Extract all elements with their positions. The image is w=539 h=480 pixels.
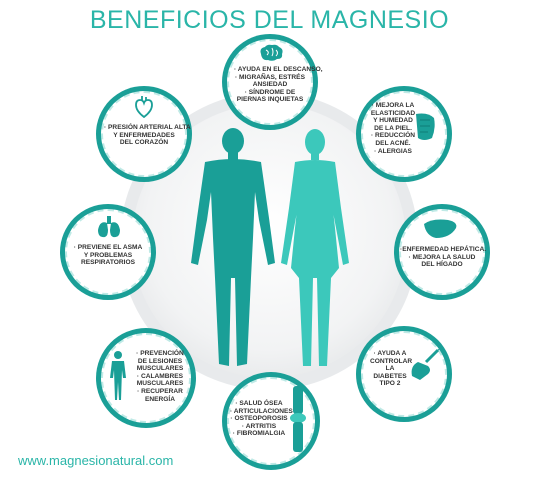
bubble-line: RESPIRATORIOS xyxy=(81,259,135,267)
bubble-line: · FIBROMIALGIA xyxy=(232,430,286,438)
bubble-respiratory-benefits: · PREVIENE EL ASMA Y PROBLEMAS RESPIRATO… xyxy=(60,204,156,300)
bubble-line: PIERNAS INQUIETAS xyxy=(236,96,304,104)
bubble-line: ANSIEDAD xyxy=(252,81,288,89)
bubble-muscle-benefits: · PREVENCIÓN DE LESIONES MUSCULARES · CA… xyxy=(96,328,196,428)
knee-joint-icon xyxy=(290,386,306,452)
bubble-line: · RECUPERAR xyxy=(137,387,183,395)
bubble-line: CONTROLAR xyxy=(370,357,413,365)
bubble-line: · MEJORA LA SALUD xyxy=(408,253,476,261)
bubble-line: · MIGRAÑAS, ESTRÉS xyxy=(235,73,305,81)
bubble-line: LA xyxy=(385,365,395,373)
muscle-body-icon xyxy=(110,351,126,400)
bubble-line: · SÍNDROME DE xyxy=(244,88,296,96)
bubble-bone-benefits: · SALUD ÓSEA · ARTICULACIONES · OSTEOPOR… xyxy=(222,372,320,470)
bubble-line: · PRESIÓN ARTERIAL ALTA xyxy=(104,124,191,131)
bubble-line: · PREVENCIÓN xyxy=(136,350,184,357)
bubble-sleep-benefits: · AYUDA EN EL DESCANSO, · MIGRAÑAS, ESTR… xyxy=(222,34,323,130)
bubble-line: · ALERGIAS xyxy=(374,147,412,155)
bubble-line: ·ENFERMEDAD HEPÁTICA. xyxy=(400,246,487,253)
liver-icon xyxy=(424,219,457,238)
bubble-line: · ARTICULACIONES xyxy=(230,407,293,415)
bubble-line: ENERGÍA xyxy=(144,395,176,403)
bubble-line: Y PROBLEMAS xyxy=(83,251,133,259)
bubble-liver-benefits: ·ENFERMEDAD HEPÁTICA. · MEJORA LA SALUD … xyxy=(394,204,490,300)
bubble-line: Y HUMEDAD xyxy=(373,117,413,125)
bubble-line: MUSCULARES xyxy=(136,365,184,373)
bubble-line: · AYUDA A xyxy=(373,350,407,357)
bubble-line: · SALUD ÓSEA xyxy=(235,400,283,407)
bubble-heart-benefits: · PRESIÓN ARTERIAL ALTA Y ENFERMEDADES D… xyxy=(96,86,192,182)
page-title: BENEFICIOS DEL MAGNESIO xyxy=(89,6,450,34)
lungs-icon xyxy=(98,216,120,238)
bubble-line: · OSTEOPOROSIS xyxy=(230,415,288,423)
bubble-line: · REDUCCIÓN xyxy=(371,132,415,140)
injection-hand-icon xyxy=(411,348,442,380)
bubble-line: DIABETES xyxy=(373,372,407,380)
male-figure xyxy=(191,128,275,366)
bubble-line: DEL CORAZÓN xyxy=(119,139,169,147)
bubble-line: · MEJORA LA xyxy=(371,102,415,109)
bubble-line: MUSCULARES xyxy=(136,380,184,388)
bubble-line: · PREVIENE EL ASMA xyxy=(73,244,143,251)
bubble-line: DE LESIONES xyxy=(137,357,183,365)
bubble-line: · ARTRITIS xyxy=(241,422,277,430)
bubble-line: DEL HÍGADO xyxy=(421,261,463,269)
human-figures-illustration xyxy=(191,128,349,366)
footer-url: www.magnesionatural.com xyxy=(18,453,174,468)
bubble-skin-benefits: · MEJORA LA ELASTICIDAD Y HUMEDAD DE LA … xyxy=(356,86,452,182)
bubble-line: DE LA PIEL. xyxy=(374,124,412,132)
bubble-line: · CALAMBRES xyxy=(136,372,184,380)
bubble-line: Y ENFERMEDADES xyxy=(113,131,175,139)
skin-icon xyxy=(416,113,435,140)
heart-icon xyxy=(135,96,153,118)
bubble-line: · AYUDA EN EL DESCANSO, xyxy=(234,66,323,73)
bubble-line: TIPO 2 xyxy=(379,380,401,388)
brain-icon xyxy=(260,44,283,61)
bubble-line: DEL ACNÉ. xyxy=(375,139,411,147)
bubble-diabetes-benefits: · AYUDA A CONTROLAR LA DIABETES TIPO 2 xyxy=(356,326,452,422)
female-figure xyxy=(281,129,349,366)
bubble-line: ELASTICIDAD xyxy=(370,109,416,117)
